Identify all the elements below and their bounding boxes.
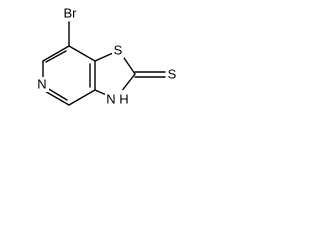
bond-n5-c4 [42,89,70,106]
bond-layer [42,21,166,106]
atom-n-pyridine: N [37,77,46,92]
atom-label-layer: Br S S N N H [36,6,178,107]
bond-c7-c6 [42,45,70,62]
atom-s-thione: S [168,67,177,82]
atom-br: Br [64,6,78,21]
bond-c7-c6-inner [45,50,67,63]
atom-nh-n: N [106,92,115,107]
bond-n5-c4-inner [46,87,68,101]
atom-nh-h: H [119,92,128,107]
bond-s1-c2 [121,54,136,75]
bond-c4-c3a [68,89,96,106]
bond-c7a-s1 [94,52,114,62]
chemical-structure-diagram: Br S S N N H [36,6,178,107]
bond-c7a-c7 [68,45,96,62]
bond-c2-n3 [120,73,136,93]
atom-s-ring: S [114,43,123,58]
